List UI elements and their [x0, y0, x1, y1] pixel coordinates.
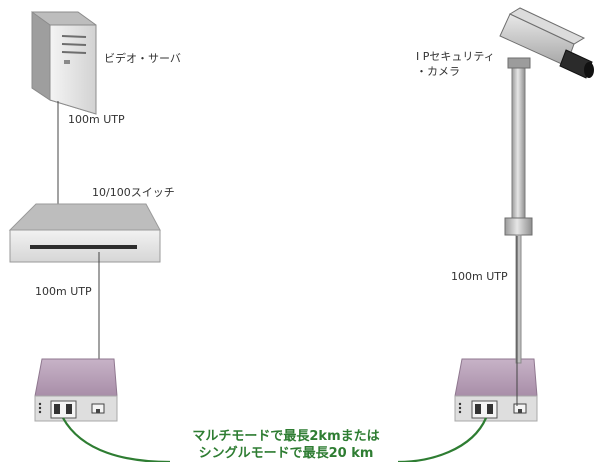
fiber-label-line2: シングルモードで最長20 km [198, 446, 374, 461]
switch-icon [8, 203, 161, 263]
media-converter-icon [34, 358, 118, 422]
video-server-label: ビデオ・サーバ [104, 52, 181, 65]
ip-camera-icon [499, 7, 594, 364]
media-converter-icon [454, 358, 538, 422]
camera-label-line2: ・カメラ [416, 65, 460, 78]
server-cable-label: 100m UTP [68, 113, 125, 126]
switch-cable-label: 100m UTP [35, 285, 92, 298]
camera-label-line1: I Pセキュリティ [416, 50, 495, 63]
camera-cable-label: 100m UTP [451, 270, 508, 283]
switch-label: 10/100スイッチ [92, 186, 175, 199]
fiber-cable [62, 417, 171, 462]
fiber-cable [397, 417, 488, 462]
server-icon [31, 11, 97, 115]
fiber-label-line1: マルチモードで最長2kmまたは [192, 429, 380, 444]
